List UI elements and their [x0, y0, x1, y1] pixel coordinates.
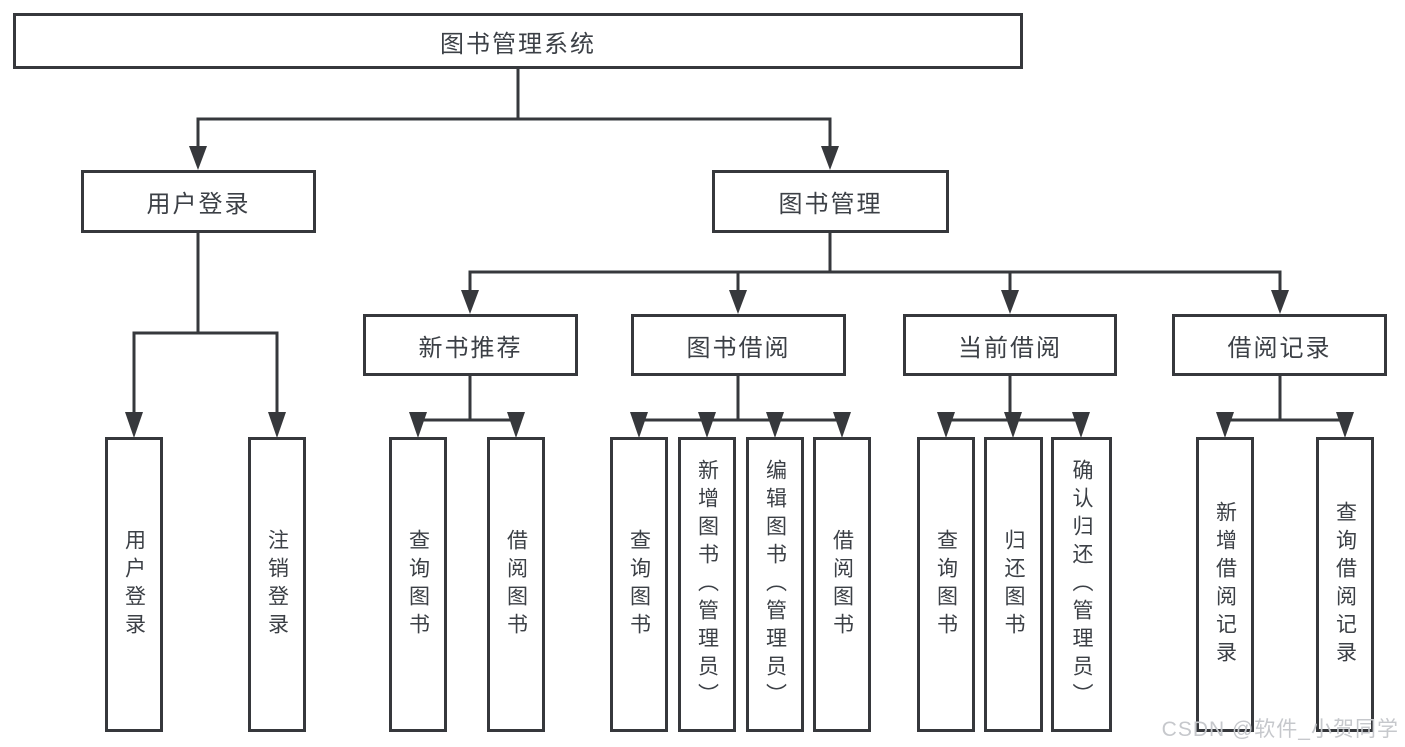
leaf-edit-books-admin: 编辑图书（管理员） [746, 437, 804, 732]
leaf-borrow-query-books-label: 查询图书 [627, 528, 651, 641]
leaf-confirm-return-admin-label: 确认归还（管理员） [1070, 458, 1093, 711]
leaf-borrow-books-label: 借阅图书 [830, 528, 854, 641]
connector-borrow-record-to-leaves [1216, 376, 1354, 438]
leaf-rec-borrow-books: 借阅图书 [487, 437, 545, 732]
node-book-mgmt-label: 图书管理 [778, 191, 883, 218]
leaf-add-borrow-record-label: 新增借阅记录 [1213, 500, 1237, 669]
leaf-user-login: 用户登录 [105, 437, 163, 732]
node-current-borrow-label: 当前借阅 [958, 334, 1062, 362]
leaf-borrow-books: 借阅图书 [813, 437, 871, 732]
leaf-return-books-label: 归还图书 [1002, 528, 1025, 641]
node-borrow-record-label: 借阅记录 [1227, 334, 1332, 362]
connector-root-to-level2 [189, 69, 839, 170]
leaf-borrow-query-books: 查询图书 [610, 437, 668, 732]
connector-current-borrow-to-leaves [937, 376, 1090, 438]
leaf-edit-books-admin-label: 编辑图书（管理员） [763, 458, 787, 711]
connector-user-login-to-leaves [125, 233, 286, 438]
leaf-rec-query-books: 查询图书 [389, 437, 447, 732]
node-current-borrow: 当前借阅 [903, 314, 1117, 376]
leaf-query-borrow-record: 查询借阅记录 [1316, 437, 1374, 732]
connector-new-book-rec-to-leaves [409, 376, 525, 438]
node-root-label: 图书管理系统 [440, 30, 596, 58]
node-root: 图书管理系统 [13, 13, 1023, 69]
node-book-mgmt: 图书管理 [712, 170, 949, 233]
connector-book-mgmt-to-level3 [461, 233, 1289, 314]
leaf-add-books-admin: 新增图书（管理员） [678, 437, 736, 732]
leaf-current-query-books: 查询图书 [917, 437, 975, 732]
leaf-return-books: 归还图书 [984, 437, 1043, 732]
node-user-login-label: 用户登录 [146, 191, 251, 218]
node-user-login: 用户登录 [81, 170, 316, 233]
leaf-logout: 注销登录 [248, 437, 306, 732]
node-book-borrow: 图书借阅 [631, 314, 846, 376]
connector-book-borrow-to-leaves [630, 376, 851, 438]
watermark: CSDN @软件_小贺同学 [1161, 718, 1399, 741]
leaf-rec-query-books-label: 查询图书 [406, 528, 430, 641]
leaf-current-query-books-label: 查询图书 [934, 528, 958, 641]
leaf-confirm-return-admin: 确认归还（管理员） [1051, 437, 1112, 732]
leaf-add-borrow-record: 新增借阅记录 [1196, 437, 1254, 732]
node-borrow-record: 借阅记录 [1172, 314, 1387, 376]
node-book-borrow-label: 图书借阅 [686, 334, 791, 362]
leaf-logout-label: 注销登录 [265, 528, 289, 641]
leaf-query-borrow-record-label: 查询借阅记录 [1333, 500, 1357, 669]
node-new-book-rec: 新书推荐 [363, 314, 578, 376]
node-new-book-rec-label: 新书推荐 [418, 334, 523, 362]
leaf-add-books-admin-label: 新增图书（管理员） [695, 458, 719, 711]
leaf-user-login-label: 用户登录 [122, 528, 146, 641]
leaf-rec-borrow-books-label: 借阅图书 [504, 528, 528, 641]
